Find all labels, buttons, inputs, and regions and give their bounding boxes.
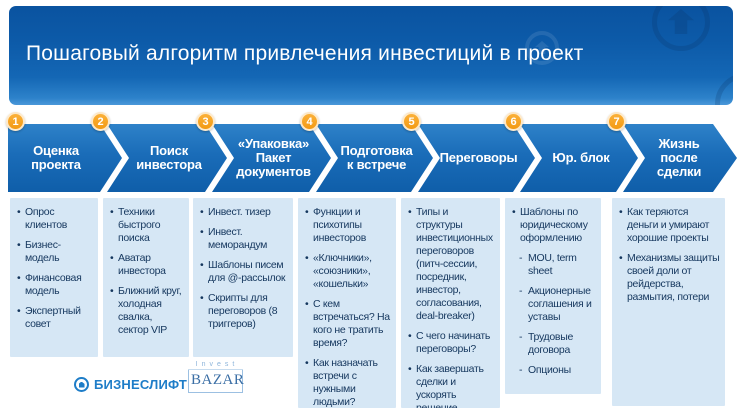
investbazar-logo-top-text: Invest bbox=[188, 361, 243, 370]
list-item: Инвест. тизер bbox=[200, 206, 288, 219]
investbazar-logo-box-text: BAZAR bbox=[188, 370, 244, 393]
up-arrow-circle-icon bbox=[652, 6, 710, 51]
investbazar-logo: Invest BAZAR bbox=[188, 361, 244, 393]
list-item: Шаблоны по юридическому оформлению bbox=[512, 206, 596, 245]
list-item: Типы и структуры инвестиционных перегово… bbox=[408, 206, 495, 323]
step-label: Переговоры bbox=[439, 149, 518, 165]
list-item: «Ключники», «союзники», «кошельки» bbox=[305, 252, 391, 291]
list-item: Ближний круг, холодная свалка, сектор VI… bbox=[110, 285, 184, 337]
step-label: Поиск инвестора bbox=[136, 142, 202, 172]
step-segment-1: Оценка проекта bbox=[8, 124, 122, 192]
step-details-panel: Техники быстрого поискаАватар инвестораБ… bbox=[103, 198, 189, 357]
step-label: Подготовка к встрече bbox=[340, 142, 413, 172]
step-number-badge: 6 bbox=[504, 112, 523, 131]
list-item: Экспертный совет bbox=[17, 305, 93, 331]
lift-circle-icon bbox=[74, 377, 89, 392]
list-item: MOU, term sheet bbox=[519, 252, 596, 278]
step-details-panel: Опрос клиентовБизнес-модельФинансовая мо… bbox=[10, 198, 98, 357]
page-title: Пошаговый алгоритм привлечения инвестици… bbox=[26, 42, 584, 65]
list-item: Инвест. меморандум bbox=[200, 226, 288, 252]
step-number-badge: 1 bbox=[6, 112, 25, 131]
step-label: Юр. блок bbox=[552, 149, 610, 165]
step-label: Оценка проекта bbox=[31, 142, 81, 172]
step-label: «Упаковка» Пакет документов bbox=[236, 135, 311, 180]
step-number-badge: 5 bbox=[402, 112, 421, 131]
list-item: Финансовая модель bbox=[17, 272, 93, 298]
step-segment-6: Юр. блок bbox=[520, 124, 638, 192]
list-item: Как теряются деньги и умирают хорошие пр… bbox=[619, 206, 720, 245]
list-item: Скрипты для переговоров (8 триггеров) bbox=[200, 292, 288, 331]
step-number-badge: 3 bbox=[196, 112, 215, 131]
list-item: Как назначать встречи с нужными людьми? bbox=[305, 357, 391, 408]
slide-header: Пошаговый алгоритм привлечения инвестици… bbox=[9, 6, 733, 105]
up-arrow-circle-icon bbox=[715, 73, 733, 105]
step-label: Жизнь после сделки bbox=[656, 135, 702, 180]
list-item: Акционерные соглашения и уставы bbox=[519, 285, 596, 324]
step-segment-2: Поиск инвестора bbox=[107, 124, 227, 192]
list-item: Аватар инвестора bbox=[110, 252, 184, 278]
step-details-panel: Типы и структуры инвестиционных перегово… bbox=[401, 198, 500, 408]
step-details-panel: Как теряются деньги и умирают хорошие пр… bbox=[612, 198, 725, 406]
step-number-badge: 2 bbox=[91, 112, 110, 131]
step-segment-7: Жизнь после сделки bbox=[623, 124, 737, 192]
bizneslift-logo: БИЗНЕСЛИФТ bbox=[74, 377, 187, 392]
bizneslift-logo-text: БИЗНЕСЛИФТ bbox=[94, 377, 187, 392]
list-item: С чего начинать переговоры? bbox=[408, 330, 495, 356]
list-item: Техники быстрого поиска bbox=[110, 206, 184, 245]
list-item: Шаблоны писем для @-рассылок bbox=[200, 259, 288, 285]
step-details-panel: Шаблоны по юридическому оформлениюMOU, t… bbox=[505, 198, 601, 394]
list-item: Трудовые договора bbox=[519, 331, 596, 357]
step-details-panel: Инвест. тизерИнвест. меморандумШаблоны п… bbox=[193, 198, 293, 357]
step-segment-4: Подготовка к встрече bbox=[316, 124, 433, 192]
list-item: Опционы bbox=[519, 364, 596, 377]
list-item: Как завершать сделки и ускорять решение bbox=[408, 363, 495, 408]
list-item: Опрос клиентов bbox=[17, 206, 93, 232]
up-arrow-circle-icon bbox=[525, 31, 559, 65]
step-segment-3: «Упаковка» Пакет документов bbox=[212, 124, 331, 192]
list-item: Бизнес-модель bbox=[17, 239, 93, 265]
step-details-panel: Функции и психотипы инвесторов «Ключники»… bbox=[298, 198, 396, 408]
list-item: Механизмы защиты своей доли от рейдерств… bbox=[619, 252, 720, 304]
step-segment-5: Переговоры bbox=[418, 124, 535, 192]
step-number-badge: 4 bbox=[300, 112, 319, 131]
step-number-badge: 7 bbox=[607, 112, 626, 131]
list-item: С кем встречаться? На кого не тратить вр… bbox=[305, 298, 391, 350]
list-item: Функции и психотипы инвесторов bbox=[305, 206, 391, 245]
